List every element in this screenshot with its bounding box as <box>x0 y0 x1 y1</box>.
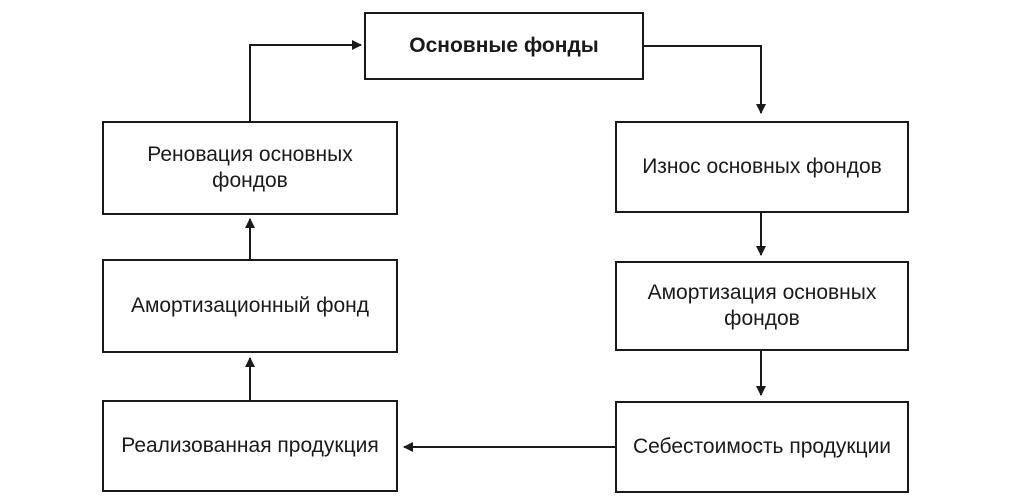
node-amortization-label: Амортизация основных фондов <box>647 281 877 330</box>
node-renovation: Реновация основных фондов <box>102 121 398 215</box>
node-fixed-assets-label: Основные фонды <box>409 34 599 57</box>
node-cost: Себестоимость продукции <box>615 401 909 493</box>
node-cost-label: Себестоимость продукции <box>632 435 892 458</box>
edge-fixed-assets-to-wear <box>643 45 766 114</box>
node-wear: Износ основных фондов <box>615 121 909 213</box>
node-sold-products-label: Реализованная продукция <box>121 434 379 457</box>
node-amortization: Амортизация основных фондов <box>615 261 909 351</box>
node-fixed-assets: Основные фонды <box>364 12 644 80</box>
node-renovation-label: Реновация основных фондов <box>147 143 353 192</box>
node-depreciation-fund: Амортизационный фонд <box>102 259 398 353</box>
edge-renovation-to-fixed-assets <box>249 40 362 121</box>
node-wear-label: Износ основных фондов <box>642 155 882 178</box>
node-depreciation-fund-label: Амортизационный фонд <box>130 294 370 317</box>
node-sold-products: Реализованная продукция <box>102 400 398 492</box>
